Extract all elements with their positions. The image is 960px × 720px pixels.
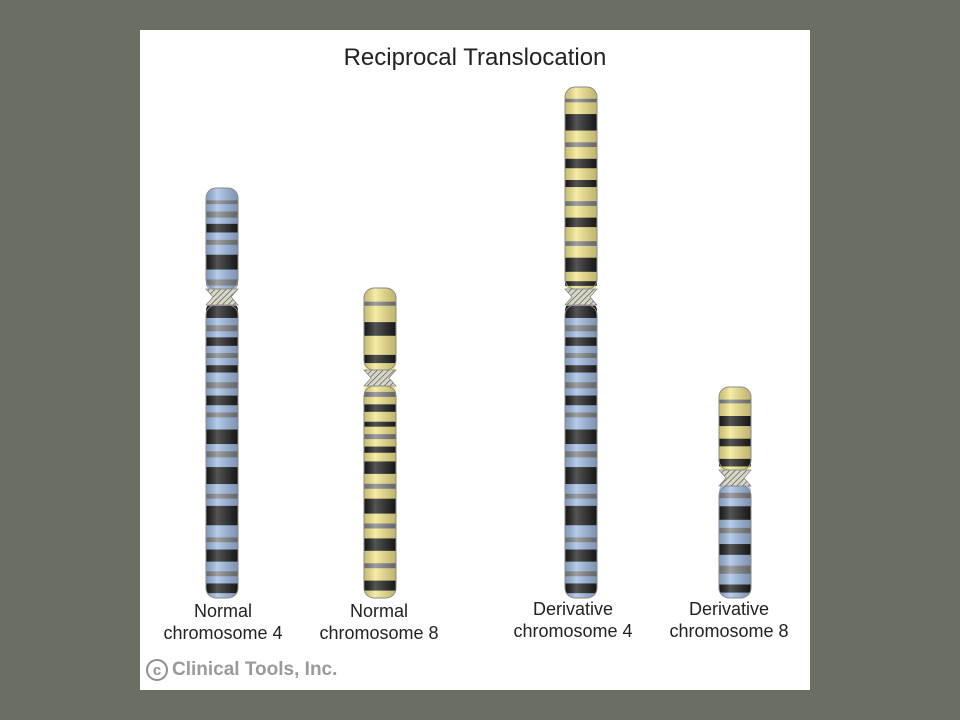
label-normal-chromosome-4: Normal chromosome 4 [148,600,298,644]
label-line2: chromosome 4 [513,621,633,641]
chromosome-diagram [205,86,752,599]
q-arm-outline [205,304,239,599]
chromosome-3 [564,86,598,599]
label-line1: Derivative [532,599,614,619]
label-line2: chromosome 8 [319,623,439,643]
q-arm-shading [206,305,238,598]
p-arm-shading [364,288,396,370]
label-derivative-chromosome-8: Derivative chromosome 8 [654,598,804,642]
label-line2: chromosome 4 [163,623,283,643]
p-arm-outline [363,287,397,371]
p-arm-outline [718,386,752,471]
q-arm-outline [718,485,752,599]
p-arm-outline [205,187,239,290]
centromere [718,469,752,487]
p-arm-shading [206,188,238,289]
centromere [363,369,397,387]
chromosome-1 [205,187,239,599]
q-arm-outline [564,304,598,599]
centromere [564,288,598,306]
chromosome-4 [718,386,752,599]
diagram-title: Reciprocal Translocation [343,44,607,71]
p-arm-shading [719,387,751,470]
label-derivative-chromosome-4: Derivative chromosome 4 [498,598,648,642]
p-arm-outline [564,86,598,290]
q-arm-outline [363,385,397,599]
label-line1: Derivative [688,599,770,619]
copyright-notice: c Clinical Tools, Inc. [146,656,337,684]
label-line2: chromosome 8 [669,621,789,641]
q-arm-shading [364,386,396,598]
q-arm-shading [719,486,751,598]
q-arm-shading [565,305,597,598]
label-line1: Normal [349,601,408,621]
copyright-icon: c [146,659,168,681]
label-normal-chromosome-8: Normal chromosome 8 [304,600,454,644]
label-line1: Normal [193,601,252,621]
copyright-text: Clinical Tools, Inc. [172,659,338,680]
p-arm-shading [565,87,597,289]
diagram-panel: Reciprocal Translocation Normal chromoso… [140,30,810,690]
chromosome-2 [363,287,397,599]
centromere [205,288,239,306]
